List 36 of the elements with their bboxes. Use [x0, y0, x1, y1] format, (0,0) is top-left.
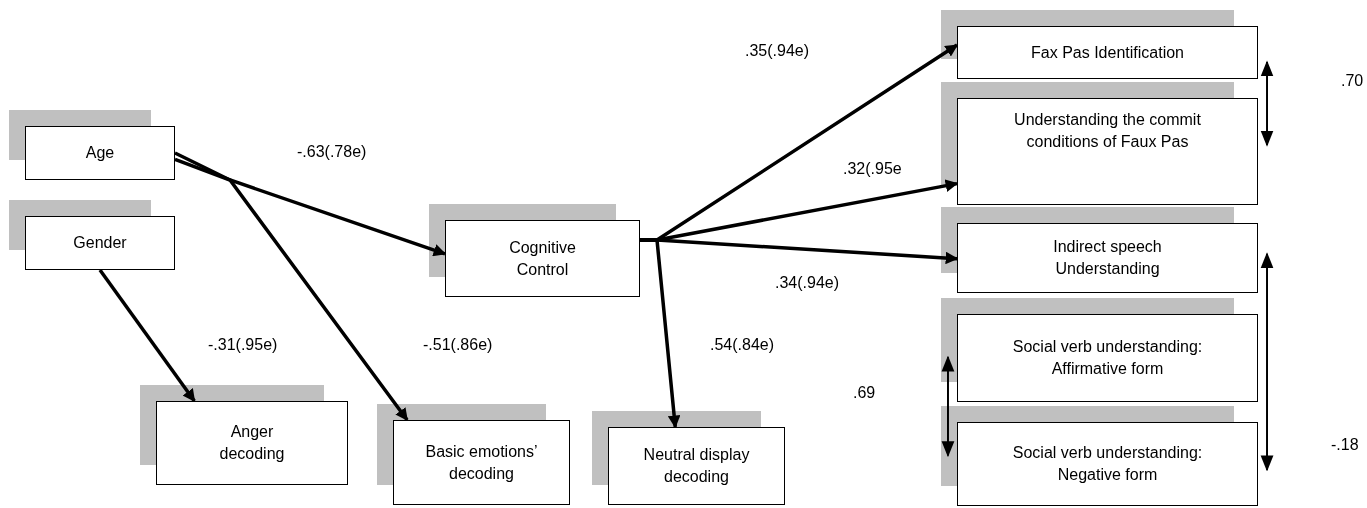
variable-box	[957, 223, 1258, 293]
variable-box	[25, 126, 175, 180]
variable-box	[445, 220, 640, 297]
arrow	[98, 268, 196, 403]
node-text: Anger decoding	[218, 422, 286, 464]
arrow	[1260, 60, 1274, 147]
node-text: Understanding the commit conditions of Faux Pas	[1013, 110, 1202, 152]
node-text: Gender	[73, 233, 127, 254]
edge-label: .32(.95e	[842, 160, 903, 178]
edge-label: .34(.94e)	[774, 274, 841, 292]
variable-box	[957, 98, 1258, 205]
arrow	[174, 151, 447, 257]
arrow	[941, 355, 955, 458]
edge-label: -.31(.95e)	[207, 336, 279, 354]
edge-label: -.51(.86e)	[422, 336, 494, 354]
node-text: Social verb understanding: Negative form	[1011, 443, 1204, 485]
node-text: Neutral display decoding	[642, 445, 751, 487]
arrow	[1260, 252, 1274, 472]
node-text: Social verb understanding: Affirmative form	[1011, 337, 1204, 379]
variable-box	[957, 314, 1258, 402]
arrow	[640, 238, 681, 429]
node-text: Age	[85, 143, 115, 164]
node-text: Basic emotions’ decoding	[424, 441, 539, 484]
node-text: Indirect speech Understanding	[1052, 237, 1163, 279]
edge-label: .35(.94e)	[744, 42, 811, 60]
variable-box	[156, 401, 348, 485]
arrow	[174, 157, 409, 422]
variable-box	[957, 26, 1258, 79]
variable-box	[608, 427, 785, 505]
variable-box	[393, 420, 570, 505]
variable-box	[25, 216, 175, 270]
variable-box	[957, 422, 1258, 506]
node-text: Cognitive Control	[508, 237, 577, 280]
edge-label: .54(.84e)	[709, 336, 776, 354]
node-text: Fax Pas Identification	[1031, 42, 1184, 63]
edge-label: -.63(.78e)	[296, 143, 368, 161]
